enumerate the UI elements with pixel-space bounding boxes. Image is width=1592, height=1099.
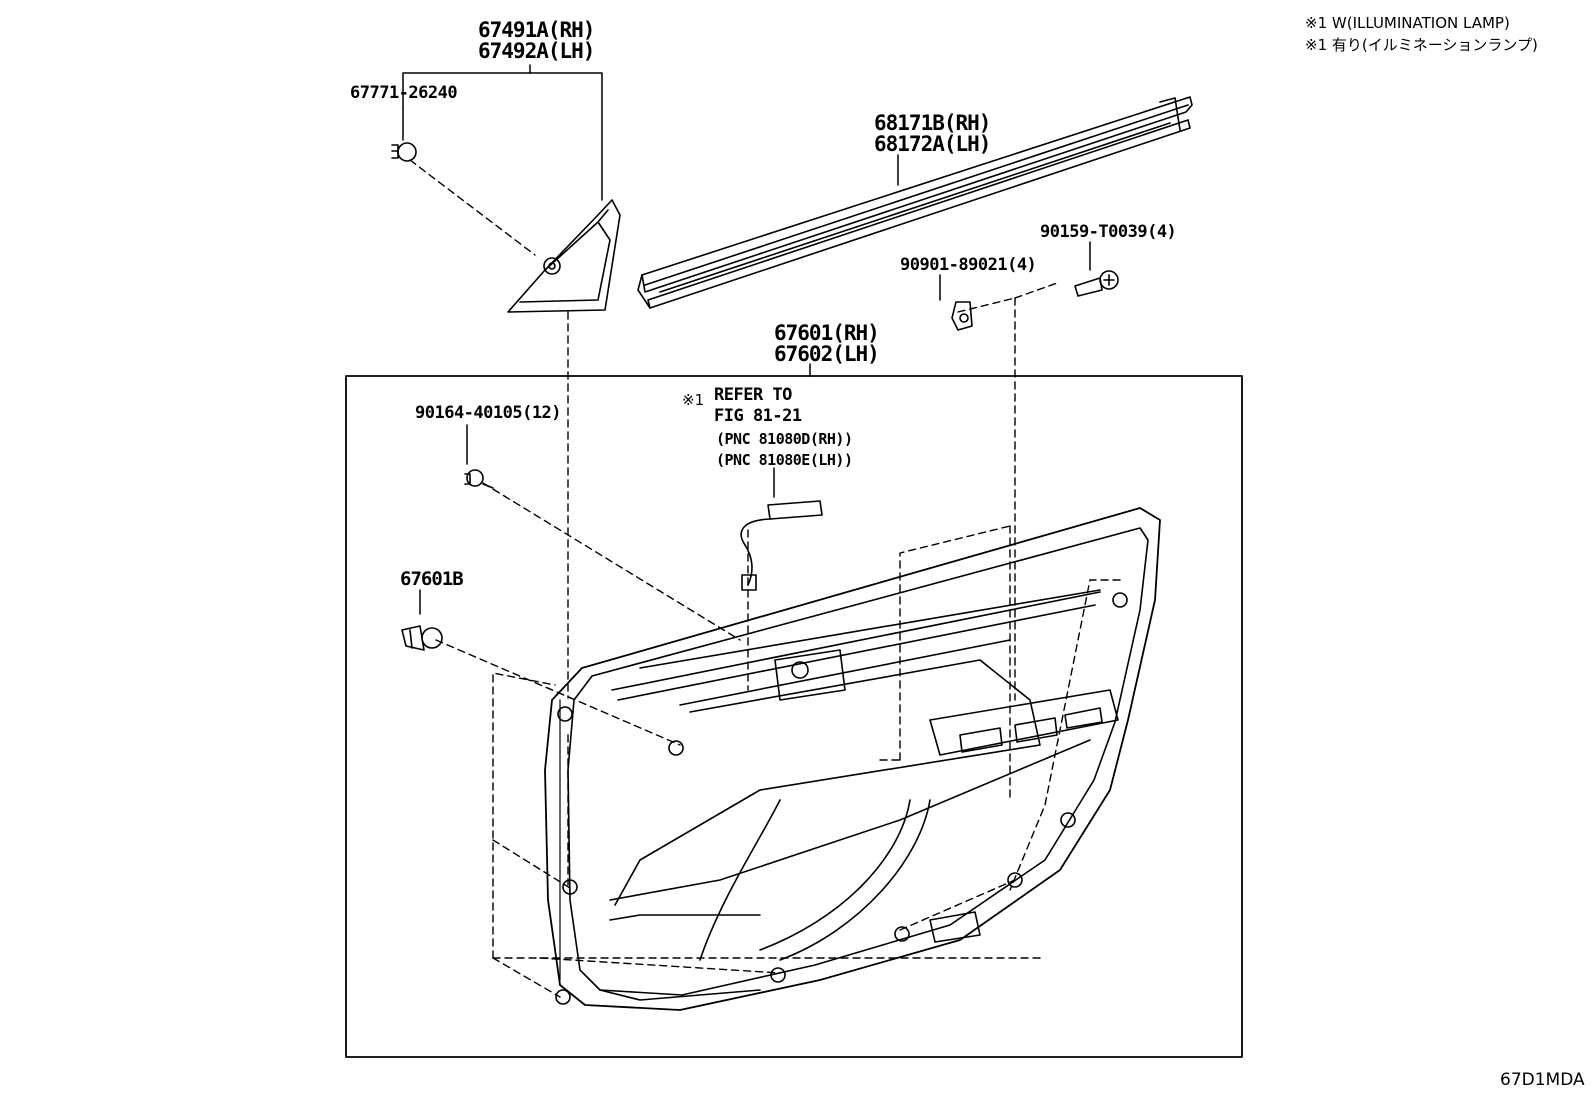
illumination-note-jp: ※1 有り(イルミネーションランプ) — [1305, 36, 1538, 54]
part-label-67492a: 67492A(LH) — [478, 39, 595, 63]
clip-67771 — [391, 142, 417, 162]
illumination-lamp — [740, 500, 823, 591]
refer-mark: ※1 — [682, 391, 705, 409]
assembly-frame — [345, 375, 1243, 1058]
refer-line-1: REFER TO — [714, 385, 792, 405]
clip-67601b — [401, 625, 443, 651]
corner-cover-part — [507, 199, 621, 313]
part-label-67491a: 67491A(RH) — [478, 18, 595, 42]
figure-code: 67D1MDA — [1500, 1070, 1585, 1090]
refer-line-3: (PNC 81080D(RH)) — [716, 430, 853, 448]
door-trim-panel — [544, 507, 1161, 1011]
weatherstrip-part — [637, 96, 1193, 309]
part-label-67771: 67771-26240 — [350, 83, 458, 103]
part-label-68171b: 68171B(RH) — [874, 111, 991, 135]
part-label-67601: 67601(RH) — [774, 321, 880, 345]
screw-90164 — [464, 469, 494, 489]
refer-line-4: (PNC 81080E(LH)) — [716, 451, 853, 469]
part-label-90901: 90901-89021(4) — [900, 255, 1037, 275]
refer-line-2: FIG 81-21 — [714, 406, 802, 426]
part-label-90164: 90164-40105(12) — [415, 403, 562, 423]
illumination-note-en: ※1 W(ILLUMINATION LAMP) — [1305, 14, 1510, 32]
screw-90159 — [1074, 270, 1119, 297]
nut-90901 — [951, 301, 973, 331]
part-label-90159: 90159-T0039(4) — [1040, 222, 1177, 242]
part-label-67602: 67602(LH) — [774, 342, 880, 366]
leader-67491a — [402, 64, 603, 201]
part-label-67601b: 67601B — [400, 568, 464, 590]
dashed-assembly-lines — [409, 159, 1121, 998]
part-label-68172a: 68172A(LH) — [874, 132, 991, 156]
